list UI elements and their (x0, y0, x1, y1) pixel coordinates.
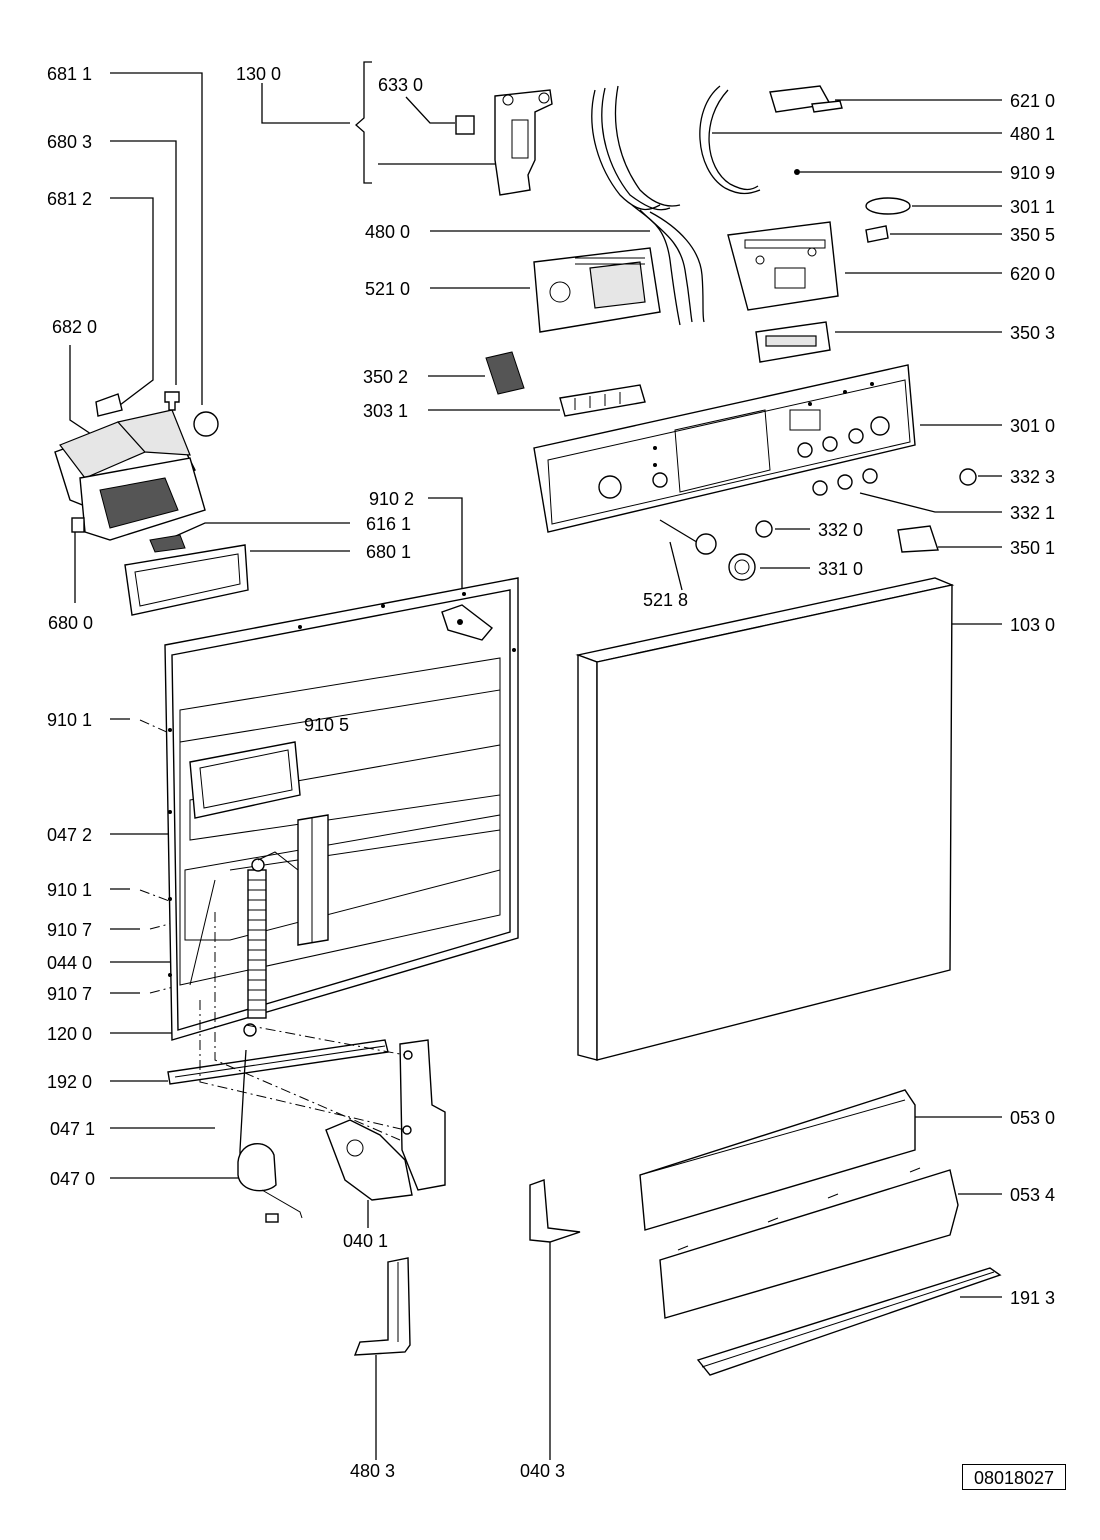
part-labels: 681 1 130 0 633 0 680 3 681 2 682 0 480 … (47, 64, 1055, 1481)
label-332-1: 332 1 (1010, 503, 1055, 523)
label-040-1: 040 1 (343, 1231, 388, 1251)
label-350-1: 350 1 (1010, 538, 1055, 558)
label-103-0: 103 0 (1010, 615, 1055, 635)
label-680-3: 680 3 (47, 132, 92, 152)
outer-door-panel (575, 577, 955, 1061)
label-192-0: 192 0 (47, 1072, 92, 1092)
hinge-bracket-9102 (441, 604, 494, 641)
label-303-1: 303 1 (363, 401, 408, 421)
label-521-0: 521 0 (365, 279, 410, 299)
label-521-8: 521 8 (643, 590, 688, 610)
wiring-harness (591, 85, 761, 326)
bracket-4803 (353, 1257, 411, 1356)
drawing-number-box: 08018027 (962, 1464, 1066, 1490)
plinth-parts (639, 1089, 1002, 1376)
label-120-0: 120 0 (47, 1024, 92, 1044)
label-053-0: 053 0 (1010, 1108, 1055, 1128)
label-620-0: 620 0 (1010, 264, 1055, 284)
bracket-0403 (529, 1179, 581, 1243)
label-350-5: 350 5 (1010, 225, 1055, 245)
label-047-1: 047 1 (50, 1119, 95, 1139)
label-681-1: 681 1 (47, 64, 92, 84)
door-rib (297, 814, 329, 946)
label-480-1: 480 1 (1010, 124, 1055, 144)
dispenser-gasket (124, 534, 249, 616)
label-680-1: 680 1 (366, 542, 411, 562)
hinge-assembly (325, 1039, 446, 1201)
control-panel (533, 364, 916, 533)
bottom-rail (167, 1039, 389, 1085)
label-682-0: 682 0 (52, 317, 97, 337)
label-350-2: 350 2 (363, 367, 408, 387)
label-301-1: 301 1 (1010, 197, 1055, 217)
selector-switch (485, 351, 525, 395)
label-301-0: 301 0 (1010, 416, 1055, 436)
label-053-4: 053 4 (1010, 1185, 1055, 1205)
label-616-1: 616 1 (366, 514, 411, 534)
label-910-5: 910 5 (304, 715, 349, 735)
label-480-0: 480 0 (365, 222, 410, 242)
label-910-1-a: 910 1 (47, 710, 92, 730)
door-dispenser-recess (189, 741, 301, 819)
label-910-7-a: 910 7 (47, 920, 92, 940)
control-module (533, 247, 661, 333)
sensor-5218 (659, 519, 717, 555)
door-cable (237, 1049, 303, 1223)
label-910-7-b: 910 7 (47, 984, 92, 1004)
label-047-0: 047 0 (50, 1169, 95, 1189)
label-040-3: 040 3 (520, 1461, 565, 1481)
label-910-9: 910 9 (1010, 163, 1055, 183)
label-044-0: 044 0 (47, 953, 92, 973)
assembly-guides (199, 912, 406, 1141)
label-130-0: 130 0 (236, 64, 281, 84)
label-332-0: 332 0 (818, 520, 863, 540)
upper-right-parts (769, 85, 911, 243)
knobs (728, 468, 977, 581)
label-332-3: 332 3 (1010, 467, 1055, 487)
label-350-3: 350 3 (1010, 323, 1055, 343)
label-191-3: 191 3 (1010, 1288, 1055, 1308)
label-910-2: 910 2 (369, 489, 414, 509)
display-module (755, 321, 831, 363)
label-680-0: 680 0 (48, 613, 93, 633)
keypad-strip (559, 384, 646, 417)
label-331-0: 331 0 (818, 559, 863, 579)
door-latch (455, 89, 553, 196)
label-681-2: 681 2 (47, 189, 92, 209)
label-910-1-b: 910 1 (47, 880, 92, 900)
label-047-2: 047 2 (47, 825, 92, 845)
label-480-3: 480 3 (350, 1461, 395, 1481)
dispenser-unit (54, 391, 219, 541)
label-621-0: 621 0 (1010, 91, 1055, 111)
label-633-0: 633 0 (378, 75, 423, 95)
control-bracket (727, 221, 839, 311)
door-spring (243, 851, 299, 1037)
